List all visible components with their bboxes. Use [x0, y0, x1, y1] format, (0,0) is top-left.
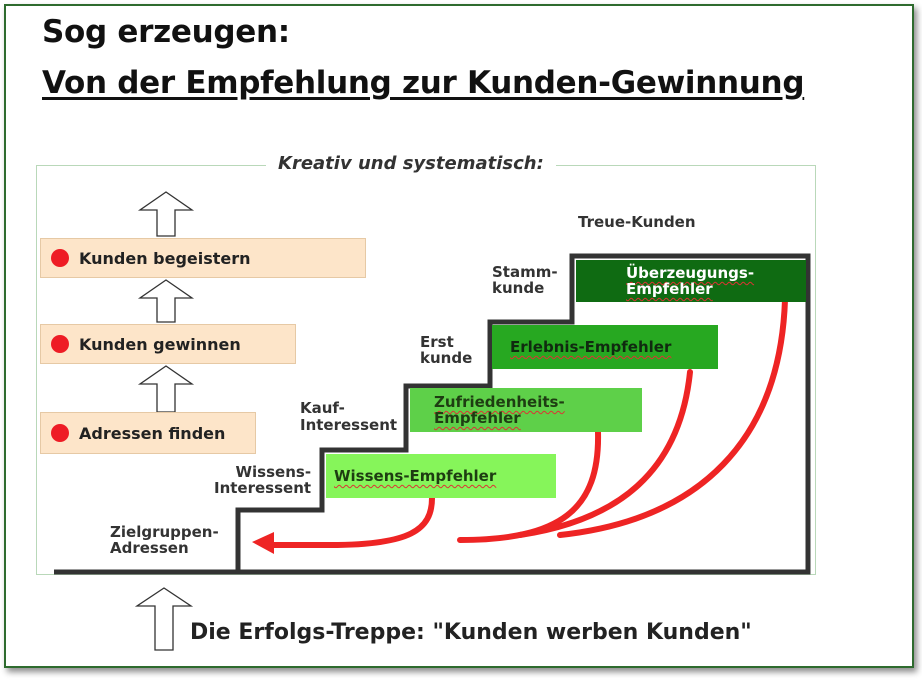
slide-subtitle: Von der Empfehlung zur Kunden-Gewinnung: [42, 65, 805, 101]
empfehler-label: Erlebnis-Empfehler: [510, 338, 672, 356]
step-label: Wissens- Interessent: [214, 463, 312, 497]
arrow-head-icon: [252, 532, 274, 554]
empfehler-label: Wissens-Empfehler: [334, 467, 497, 485]
top-step-label: Treue-Kunden: [578, 213, 696, 231]
footer-up-arrow-icon: [134, 587, 194, 651]
empfehler-box: Zufriedenheits- Empfehler: [410, 388, 642, 432]
red-dot-icon: [51, 249, 69, 267]
goal-box: Kunden begeistern: [40, 238, 366, 278]
red-dot-icon: [51, 335, 69, 353]
panel-caption: Kreativ und systematisch:: [266, 153, 556, 174]
footer-caption: Die Erfolgs-Treppe: "Kunden werben Kunde…: [190, 620, 752, 645]
staircase-outline: [54, 253, 811, 575]
goal-label: Adressen finden: [79, 423, 226, 443]
empfehler-box: Erlebnis-Empfehler: [492, 325, 718, 369]
empfehler-box: Wissens-Empfehler: [326, 454, 556, 498]
step-label: Erst kunde: [420, 333, 473, 367]
empfehler-label: Überzeugungs- Empfehler: [626, 264, 755, 298]
up-arrow-icon: [137, 365, 195, 413]
step-label: Stamm- kunde: [492, 263, 558, 297]
goal-label: Kunden begeistern: [79, 248, 251, 268]
step-label: Kauf- Interessent: [300, 399, 398, 434]
goal-label: Kunden gewinnen: [79, 334, 241, 354]
step-label: Zielgruppen- Adressen: [110, 523, 219, 557]
goal-box: Adressen finden: [40, 412, 256, 454]
up-arrow-icon: [137, 279, 195, 323]
referral-arrows: [267, 297, 788, 548]
red-dot-icon: [51, 424, 69, 442]
empfehler-label: Zufriedenheits- Empfehler: [434, 393, 565, 427]
goal-box: Kunden gewinnen: [40, 324, 296, 364]
empfehler-box: Überzeugungs- Empfehler: [576, 260, 806, 302]
slide-title: Sog erzeugen:: [42, 14, 290, 50]
up-arrow-icon: [137, 191, 195, 237]
